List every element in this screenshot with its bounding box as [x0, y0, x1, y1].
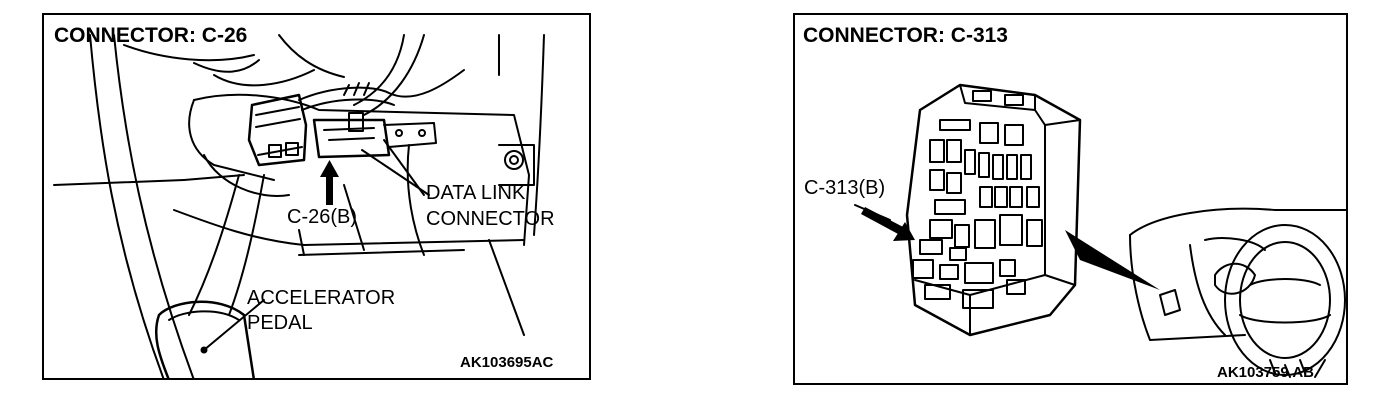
figure-panel-c26: CONNECTOR: C-26 C-26(B) DATA LINK CONNEC…	[42, 13, 591, 380]
pedal-label-line1: ACCELERATOR	[247, 287, 396, 309]
connector-label: C-313(B)	[804, 177, 886, 199]
connector-label: C-26(B)	[287, 206, 358, 228]
data-link-label-line2: CONNECTOR	[426, 208, 555, 230]
figure-code: AK103695AC	[460, 354, 554, 371]
figure-panel-c313: CONNECTOR: C-313 C-313(B) AK103759 AB	[793, 13, 1348, 385]
figure-title: CONNECTOR: C-313	[803, 24, 1008, 47]
pedal-label-line2: PEDAL	[247, 312, 313, 334]
figure-code: AK103759 AB	[1217, 364, 1314, 381]
figure-title: CONNECTOR: C-26	[54, 24, 248, 47]
under-dash-illustration	[53, 34, 545, 378]
junction-block-illustration	[854, 83, 1346, 378]
data-link-label-line1: DATA LINK	[426, 182, 526, 204]
